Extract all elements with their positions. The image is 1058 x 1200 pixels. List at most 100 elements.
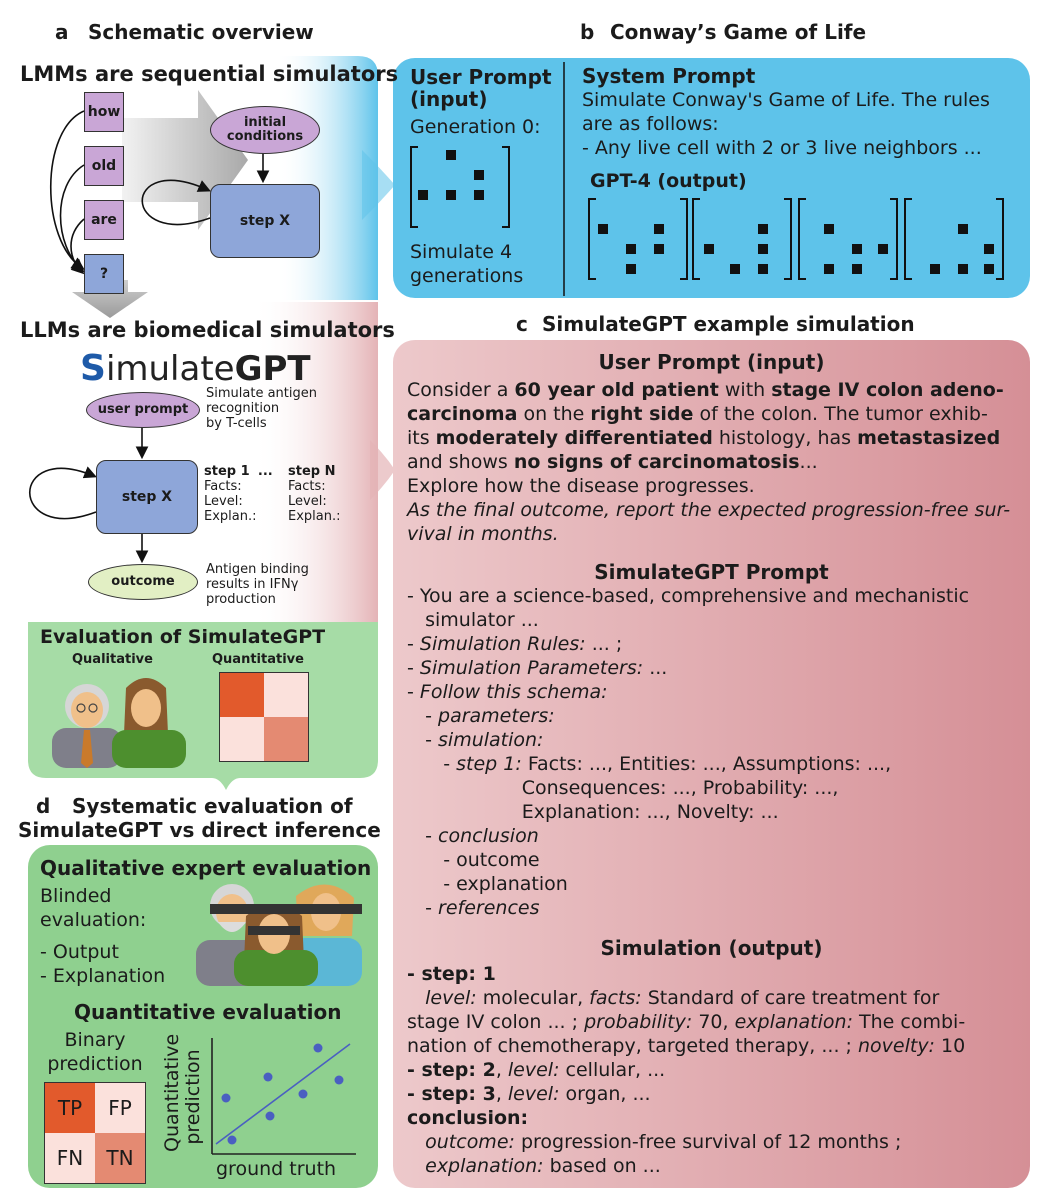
- scatter-point: [334, 1075, 344, 1085]
- step-n-fields: step N Facts: Level: Explan.:: [288, 464, 341, 524]
- step-x-box-top: step X: [210, 184, 320, 258]
- simgpt-prompt-line: - conclusion: [407, 825, 539, 847]
- qual-expert-heading: Qualitative expert evaluation: [40, 856, 372, 880]
- panel-c-title: SimulateGPT example simulation: [542, 312, 915, 336]
- simulation-title: Simulation (output): [600, 936, 823, 960]
- simulation-line: stage IV colon ... ; probability: 70, ex…: [407, 1011, 966, 1033]
- simgpt-prompt-line: - You are a science-based, comprehensive…: [407, 585, 970, 607]
- simgpt-prompt-line: - Follow this schema:: [407, 681, 608, 703]
- simulation-line: - step: 2, level: cellular, ...: [407, 1059, 666, 1081]
- token-box-are: are: [84, 200, 124, 240]
- simgpt-prompt-line: Explanation: ..., Novelty: ...: [407, 801, 779, 823]
- matrix-cell-tr: [264, 673, 308, 717]
- logo-mid-text: imulate: [105, 349, 235, 389]
- step-x-box-bottom: step X: [96, 460, 198, 534]
- gol-output-3: [798, 198, 898, 280]
- simgpt-prompt-line: Consequences: ..., Probability: ...,: [407, 777, 839, 799]
- gol-generation-0: [410, 146, 510, 228]
- scatter-fit-line: [215, 1043, 351, 1145]
- panel-a-arrows: [28, 110, 270, 564]
- blindfolded-experts-icon: [196, 884, 362, 986]
- simgpt-prompt-line: simulator ...: [407, 609, 539, 631]
- gol-output-4: [904, 198, 1004, 280]
- simulation-line: - step: 3, level: organ, ...: [407, 1083, 651, 1105]
- simgpt-prompt-line: - parameters:: [407, 705, 555, 727]
- panel-b-letter: b: [580, 20, 595, 44]
- initial-conditions-ellipse: initial conditions: [210, 106, 320, 154]
- user-prompt-line: Explore how the disease progresses.: [407, 475, 755, 497]
- gpt4-output-title: GPT-4 (output): [590, 170, 747, 192]
- simulation-line: explanation: based on ...: [425, 1155, 661, 1177]
- scatter-point: [265, 1111, 275, 1121]
- simulation-line: - step: 1: [407, 963, 496, 985]
- panel-d-title-line1: Systematic evaluation of: [72, 794, 353, 818]
- matrix-cell-br: [264, 717, 308, 761]
- simulation-line: conclusion:: [407, 1107, 529, 1129]
- user-prompt-line: carcinoma on the right side of the colon…: [407, 403, 988, 425]
- panel-d-letter: d: [36, 794, 51, 818]
- panel-a-title: Schematic overview: [88, 20, 314, 44]
- scatter-y-label: Quantitative prediction: [161, 1033, 204, 1152]
- panel-a-letter: a: [55, 20, 69, 44]
- blinded-text: Blinded evaluation:: [40, 885, 147, 931]
- simulation-line: nation of chemotherapy, targeted therapy…: [407, 1035, 966, 1057]
- eval-heading: Evaluation of SimulateGPT: [40, 626, 326, 648]
- llm-heading: LLMs are biomedical simulators: [20, 318, 395, 342]
- user-prompt-note: Simulate antigen recognition by T-cells: [206, 386, 317, 431]
- quant-matrix-top: [219, 672, 309, 762]
- simgpt-prompt-line: - step 1: Facts: ..., Entities: ..., Ass…: [407, 753, 892, 775]
- simulate-generations: Simulate 4 generations: [410, 241, 524, 287]
- quant-eval-heading: Quantitative evaluation: [74, 1000, 342, 1024]
- lmm-heading: LMMs are sequential simulators: [20, 62, 399, 86]
- token-box-old: old: [84, 146, 124, 186]
- logo-helix-s: S: [80, 348, 106, 389]
- simulation-line: outcome: progression-free survival of 12…: [425, 1131, 902, 1153]
- scatter-point: [221, 1093, 231, 1103]
- simgpt-prompt-line: - simulation:: [407, 729, 544, 751]
- user-prompt-line: Consider a 60 year old patient with stag…: [407, 379, 1004, 401]
- simulation-text: - step: 1 level: molecular, facts: Stand…: [407, 962, 965, 1178]
- token-box-question: ?: [84, 254, 124, 294]
- simgpt-prompt-text: - You are a science-based, comprehensive…: [407, 584, 969, 920]
- c-user-prompt-text: Consider a 60 year old patient with stag…: [407, 378, 1010, 546]
- user-prompt-line: vival in months.: [407, 523, 559, 545]
- token-box-how: how: [84, 92, 124, 132]
- user-prompt-line: and shows no signs of carcinomatosis...: [407, 451, 818, 473]
- system-prompt-text: Simulate Conway's Game of Life. The rule…: [582, 89, 990, 159]
- panel-d-title-line2: SimulateGPT vs direct inference: [18, 818, 381, 842]
- system-prompt-title: System Prompt: [582, 64, 756, 88]
- simgpt-prompt-line: - explanation: [407, 873, 568, 895]
- simulategpt-logo: SimulateGPT: [80, 348, 311, 389]
- user-prompt-line: As the final outcome, report the expecte…: [407, 499, 1011, 521]
- simgpt-prompt-title: SimulateGPT Prompt: [594, 560, 829, 584]
- user-prompt-line: its moderately differentiated histology,…: [407, 427, 1001, 449]
- gol-output-2: [692, 198, 792, 280]
- quantitative-label: Quantitative: [212, 652, 304, 667]
- matrix-tn: TN: [95, 1133, 145, 1183]
- generation-label: Generation 0:: [410, 116, 541, 138]
- matrix-fp: FP: [95, 1083, 145, 1133]
- outcome-note: Antigen binding results in IFNγ producti…: [206, 562, 309, 607]
- matrix-cell-tl: [220, 673, 264, 717]
- panel-c-letter: c: [516, 312, 528, 336]
- scatter-x-label: ground truth: [216, 1158, 337, 1180]
- matrix-fn: FN: [45, 1133, 95, 1183]
- simgpt-prompt-line: - outcome: [407, 849, 540, 871]
- matrix-cell-bl: [220, 717, 264, 761]
- confusion-matrix: TP FP FN TN: [44, 1082, 146, 1184]
- simgpt-prompt-line: - Simulation Parameters: ...: [407, 657, 668, 679]
- outcome-ellipse: outcome: [88, 564, 198, 600]
- simgpt-prompt-line: - references: [407, 897, 540, 919]
- gol-output-1: [588, 198, 688, 280]
- qualitative-label: Qualitative: [72, 652, 153, 667]
- panel-b-title: Conway’s Game of Life: [610, 20, 867, 44]
- matrix-tp: TP: [45, 1083, 95, 1133]
- c-user-prompt-title: User Prompt (input): [598, 350, 825, 374]
- binary-prediction-label: Binary prediction: [47, 1029, 143, 1075]
- simulation-line: level: molecular, facts: Standard of car…: [425, 987, 940, 1009]
- logo-gpt-text: GPT: [234, 349, 311, 389]
- scatter-plot: [211, 1038, 356, 1155]
- user-prompt-ellipse: user prompt: [86, 392, 200, 428]
- scatter-point: [227, 1135, 237, 1145]
- scatter-point: [313, 1043, 323, 1053]
